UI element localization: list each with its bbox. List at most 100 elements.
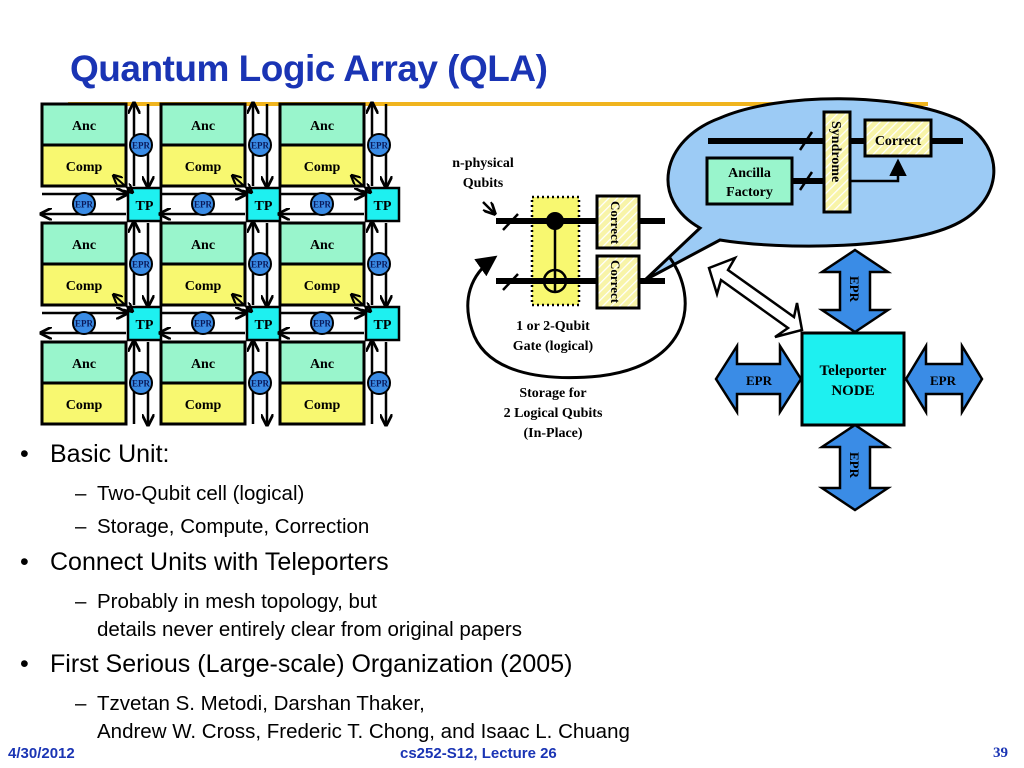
- anc-cell: [40, 102, 128, 147]
- control-dot: [546, 212, 564, 230]
- teleporter-label-1: Teleporter: [820, 363, 887, 379]
- epr-node: [248, 371, 272, 395]
- anc-cell: [278, 221, 366, 266]
- comp-cell: [159, 381, 247, 426]
- bullet-2-1-cont: details never entirely clear from origin…: [97, 618, 523, 641]
- qubits-label-1: n-physical: [452, 156, 514, 171]
- comp-tp-arrow: [114, 176, 132, 192]
- tp-label: TP: [374, 199, 392, 214]
- epr-label: EPR: [251, 379, 270, 389]
- syndrome-label: Syndrome: [828, 121, 843, 182]
- anc-label: Anc: [72, 357, 96, 372]
- syndrome-box: [822, 110, 852, 214]
- epr-label: EPR: [75, 200, 94, 210]
- comp-tp-arrow: [233, 176, 251, 192]
- bubble-shape: [643, 97, 996, 282]
- qubits-label-2: Qubits: [463, 176, 504, 191]
- anc-cell: [278, 340, 366, 385]
- epr-label: EPR: [194, 319, 213, 329]
- comp-label: Comp: [66, 160, 103, 175]
- epr-node: [191, 192, 215, 216]
- comp-cell: [40, 381, 128, 426]
- epr-label: EPR: [313, 319, 332, 329]
- comp-tp-arrow: [352, 295, 370, 311]
- storage-label-1: Storage for: [519, 386, 586, 401]
- epr-label: EPR: [251, 141, 270, 151]
- anc-label: Anc: [72, 119, 96, 134]
- comp-tp-arrow: [233, 295, 251, 311]
- epr-label: EPR: [313, 200, 332, 210]
- footer-date: 4/30/2012: [8, 745, 75, 762]
- comp-tp-arrow: [114, 295, 132, 311]
- anc-label: Anc: [310, 238, 334, 253]
- comp-cell: [278, 381, 366, 426]
- epr-node: [367, 252, 391, 276]
- tp-label: TP: [255, 199, 273, 214]
- gate-diagram: n-physical Qubits Correct Correct 1 or 2…: [452, 156, 687, 441]
- epr-label: EPR: [132, 260, 151, 270]
- bubble-correct-label: Correct: [875, 134, 922, 149]
- epr-label: EPR: [251, 260, 270, 270]
- gate-label-2: Gate (logical): [513, 339, 594, 354]
- correct-box-1: [595, 194, 641, 250]
- epr-node: [310, 311, 334, 335]
- epr-label: EPR: [370, 260, 389, 270]
- anc-cell: [278, 102, 366, 147]
- anc-cell: [159, 340, 247, 385]
- comp-label: Comp: [185, 160, 222, 175]
- correct-label-1: Correct: [608, 201, 623, 245]
- storage-label-3: (In-Place): [523, 426, 582, 441]
- syndrome-bubble: Ancilla Factory Syndrome Correct: [643, 97, 996, 282]
- epr-node: [129, 252, 153, 276]
- qubits-pointer-arrow: [482, 201, 494, 213]
- bubble-correct-box: [863, 118, 933, 158]
- comp-label: Comp: [66, 279, 103, 294]
- comp-label: Comp: [304, 398, 341, 413]
- storage-label-2: 2 Logical Qubits: [504, 406, 603, 421]
- title-underline: [68, 102, 928, 106]
- anc-cell: [40, 221, 128, 266]
- anc-label: Anc: [310, 357, 334, 372]
- tp-label: TP: [374, 318, 392, 333]
- epr-right-label: EPR: [930, 373, 957, 388]
- slide-title: Quantum Logic Array (QLA): [70, 48, 548, 89]
- epr-arrow-bottom: [817, 423, 893, 512]
- teleporter-node-diagram: EPR EPR EPR EPR Teleporter NODE: [707, 248, 984, 512]
- comp-label: Comp: [304, 279, 341, 294]
- ancilla-label-1: Ancilla: [728, 166, 771, 181]
- anc-label: Anc: [310, 119, 334, 134]
- epr-label: EPR: [132, 141, 151, 151]
- correct-box-2: [595, 254, 641, 310]
- anc-label: Anc: [191, 357, 215, 372]
- epr-node: [367, 133, 391, 157]
- epr-node: [129, 133, 153, 157]
- epr-node: [367, 371, 391, 395]
- ancilla-label-2: Factory: [726, 185, 773, 200]
- correct-label-2: Correct: [608, 260, 623, 304]
- epr-top-label: EPR: [847, 276, 862, 303]
- epr-label: EPR: [194, 200, 213, 210]
- storage-loop-arrow: [466, 255, 687, 380]
- syndrome-to-correct-arrow: [850, 158, 907, 183]
- epr-node: [72, 311, 96, 335]
- comp-label: Comp: [66, 398, 103, 413]
- epr-node: [72, 192, 96, 216]
- ancilla-factory-box: [705, 156, 794, 206]
- epr-node: [248, 133, 272, 157]
- epr-label: EPR: [370, 141, 389, 151]
- epr-arrow-right: [904, 341, 984, 417]
- epr-node: [191, 311, 215, 335]
- epr-node: [248, 252, 272, 276]
- epr-label: EPR: [132, 379, 151, 389]
- epr-bottom-label: EPR: [847, 452, 862, 479]
- comp-tp-arrow: [352, 176, 370, 192]
- anc-cell: [159, 221, 247, 266]
- white-double-arrow: [707, 255, 804, 339]
- anc-label: Anc: [72, 238, 96, 253]
- comp-label: Comp: [304, 160, 341, 175]
- tp-label: TP: [136, 318, 154, 333]
- footer-course: cs252-S12, Lecture 26: [400, 745, 557, 762]
- epr-label: EPR: [75, 319, 94, 329]
